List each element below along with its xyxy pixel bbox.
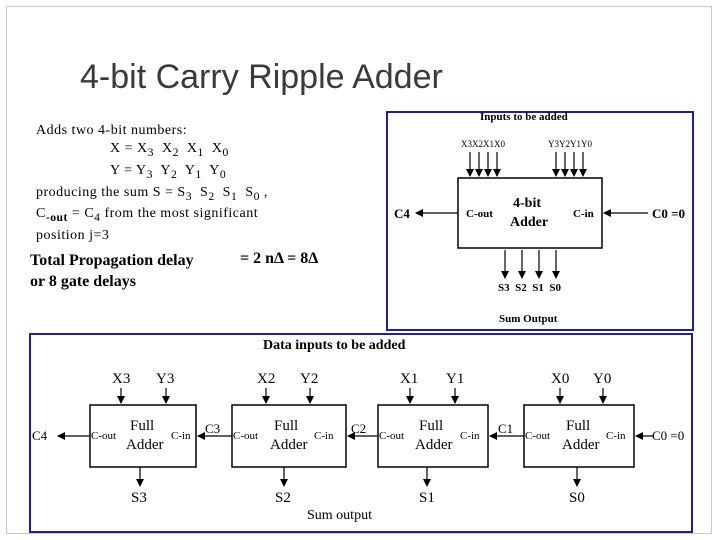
output-s0: S0 <box>569 490 585 506</box>
bottom-frame <box>29 333 693 533</box>
y-bus-arrows <box>552 152 587 177</box>
slide-frame <box>6 6 712 534</box>
fa3-cin: C-in <box>171 430 191 442</box>
fa2-cin: C-in <box>314 430 334 442</box>
fa1-adder: Adder <box>415 437 453 453</box>
sum-bus-arrows <box>501 250 560 279</box>
output-s3: S3 <box>131 490 147 506</box>
carry-c1: C1 <box>498 421 514 436</box>
input-y1: Y1 <box>446 371 465 387</box>
desc-x-equation: X = X3 X2 X1 X0 <box>110 141 229 159</box>
top-frame <box>386 111 694 331</box>
desc-cout-equation: C-out = C4 from the most significant <box>36 206 259 225</box>
x-bus-label: X3X2X1X0 <box>461 139 505 149</box>
top-c0-label: C0 =0 <box>652 206 686 221</box>
propagation-delay: Total Propagation delay or 8 gate delays <box>30 250 194 292</box>
input-x2: X2 <box>257 371 276 387</box>
page-title: 4-bit Carry Ripple Adder <box>80 58 443 96</box>
fa0-full: Full <box>566 418 591 434</box>
fa3-adder: Adder <box>126 437 164 453</box>
desc-y-equation: Y = Y3 Y2 Y1 Y0 <box>110 162 227 181</box>
output-s2: S2 <box>275 490 291 506</box>
top-cin-label: C-in <box>573 208 594 220</box>
input-y2: Y2 <box>300 371 319 387</box>
fa3-full: Full <box>130 418 155 434</box>
description: Adds two 4-bit numbers: X = X3 X2 X1 X0 … <box>36 122 336 245</box>
data-inputs-label: Data inputs to be added <box>263 338 406 353</box>
input-x1: X1 <box>400 371 419 387</box>
top-cout-label: C-out <box>466 208 493 220</box>
x-bus-arrows <box>466 152 501 177</box>
fa1-cout: C-out <box>379 430 405 442</box>
output-s1: S1 <box>419 490 435 506</box>
carry-c2: C2 <box>351 421 367 436</box>
output-arrows <box>136 467 581 487</box>
four-bit-label: 4-bit <box>513 196 541 211</box>
adder-label: Adder <box>510 215 549 230</box>
fa3-cout: C-out <box>91 430 117 442</box>
inputs-label: Inputs to be added <box>480 111 568 123</box>
input-y3: Y3 <box>156 371 175 387</box>
top-sum-output-label: Sum Output <box>499 313 558 325</box>
input-arrows <box>117 388 607 404</box>
y-bus-label: Y3Y2Y1Y0 <box>548 139 592 149</box>
fa1-cin: C-in <box>460 430 480 442</box>
top-c4-label: C4 <box>394 206 410 221</box>
fa2-cout: C-out <box>233 430 259 442</box>
carry-c3: C3 <box>205 421 221 436</box>
desc-sum-equation: producing the sum S = S3 S2 S1 S0 , <box>36 184 268 203</box>
sum-bus-label: S3 S2 S1 S0 <box>498 282 561 294</box>
fa2-full: Full <box>274 418 299 434</box>
input-x3: X3 <box>112 371 131 387</box>
desc-line-1: Adds two 4-bit numbers: <box>36 123 188 138</box>
input-x0: X0 <box>551 371 570 387</box>
input-y0: Y0 <box>593 371 612 387</box>
bottom-sum-output-label: Sum output <box>307 508 372 523</box>
propagation-equation: = 2 nΔ = 8Δ <box>240 250 319 267</box>
fa0-cout: C-out <box>525 430 551 442</box>
carry-c0: C0 =0 <box>652 428 685 443</box>
carry-c4: C4 <box>32 428 48 443</box>
fa1-full: Full <box>419 418 444 434</box>
desc-position: position j=3 <box>36 228 110 244</box>
propagation-line-1: Total Propagation delay <box>30 252 194 269</box>
fa0-adder: Adder <box>562 437 600 453</box>
fa2-adder: Adder <box>270 437 308 453</box>
fa0-cin: C-in <box>606 430 626 442</box>
propagation-line-2: or 8 gate delays <box>30 273 136 290</box>
